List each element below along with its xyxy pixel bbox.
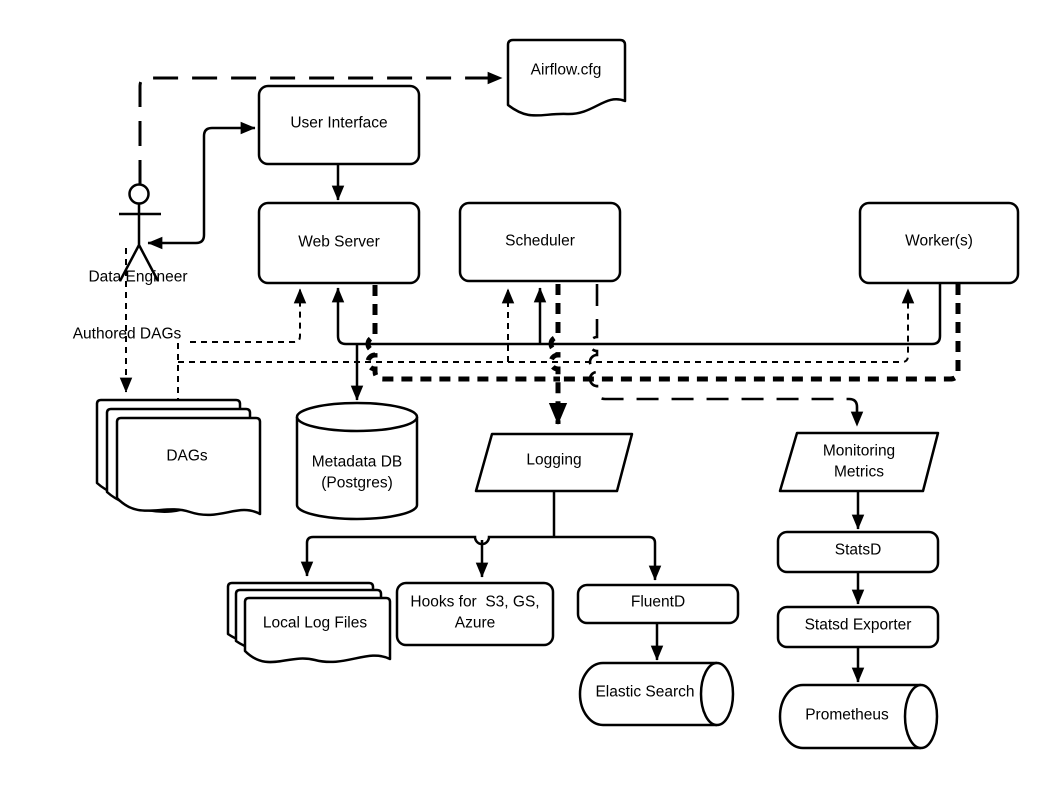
edge-scheduler-monitoring [588, 284, 864, 427]
user-interface-shape [257, 84, 421, 166]
monitoring-metrics-shape [778, 431, 940, 493]
hooks-shape [395, 581, 555, 647]
prometheus-shape [778, 683, 939, 750]
edge-authoreddags-webserver [190, 288, 307, 343]
workers-shape [858, 201, 1020, 285]
edge-workers-webserver [331, 284, 942, 346]
web-server-shape [257, 201, 421, 285]
edge-dataengineer-airflowcfg [138, 71, 503, 185]
scheduler-shape [458, 201, 622, 283]
metadata-db-shape [295, 401, 419, 521]
fluentd-shape [576, 583, 740, 625]
edge-workers-logging [560, 284, 961, 382]
logging-shape [474, 432, 634, 493]
edge-dataengineer-userinterface [147, 121, 256, 250]
edge-scheduler-logging [548, 284, 568, 425]
edge-logging-locallogfiles [300, 535, 554, 577]
airflow-cfg-shape [506, 38, 627, 117]
elastic-search-shape [578, 661, 735, 727]
edge-webserver-logging [365, 285, 560, 382]
edge-logging-fluentd [554, 535, 662, 581]
dags-shape [95, 398, 262, 517]
data-engineer-actor [118, 183, 161, 282]
statsd-shape [776, 530, 940, 574]
local-log-files-shape [226, 581, 392, 664]
statsd-exporter-shape [776, 605, 940, 649]
edge-dags-workers [178, 288, 915, 363]
